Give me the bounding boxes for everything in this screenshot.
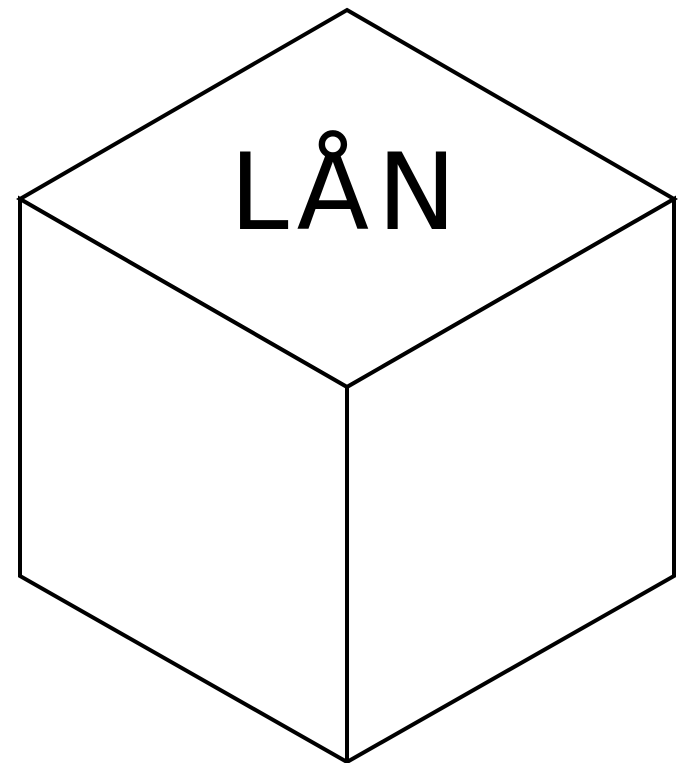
cube-right-face bbox=[345, 195, 676, 763]
cube-top-label: LÅN bbox=[230, 131, 465, 254]
cube bbox=[15, 7, 679, 763]
